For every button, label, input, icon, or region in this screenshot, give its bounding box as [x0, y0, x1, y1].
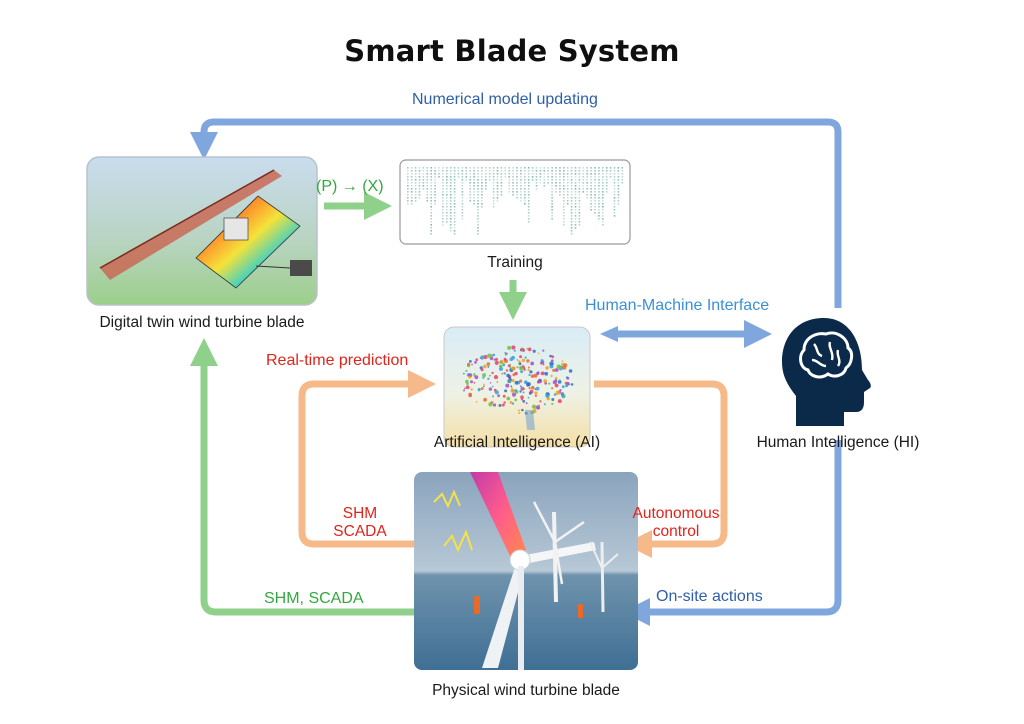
arrow-autonomous-control [594, 380, 728, 558]
label-shm: SHM [342, 505, 378, 522]
label-autonomous-control: Autonomous control [626, 505, 726, 541]
human-head-brain-icon [782, 318, 871, 426]
physical-turbine-image [414, 472, 638, 670]
label-hmi: Human-Machine Interface [585, 297, 770, 314]
label-training: Training [487, 254, 543, 271]
label-autonomous: Autonomous [632, 505, 720, 522]
label-hi: Human Intelligence (HI) [756, 434, 920, 451]
hmi-left-arrowhead [600, 326, 618, 342]
label-p-to-x: (P) → (X) [316, 178, 384, 195]
training-image [399, 159, 631, 245]
label-shm-scada-local: SHM SCADA [320, 505, 400, 541]
arrow-shm-scada [190, 338, 414, 616]
label-control: control [652, 523, 700, 540]
digital-twin-image [86, 156, 318, 306]
neural-brain-icon [463, 345, 574, 430]
ai-brain-image [443, 326, 591, 448]
page-title: Smart Blade System [344, 34, 680, 68]
arrow-onsite-actions [622, 440, 842, 626]
label-digital-twin: Digital twin wind turbine blade [99, 314, 305, 331]
label-physical: Physical wind turbine blade [432, 682, 620, 699]
label-shm-scada: SHM, SCADA [264, 590, 364, 607]
label-ai: Artificial Intelligence (AI) [433, 434, 601, 451]
label-realtime-prediction: Real-time prediction [266, 352, 409, 369]
label-onsite-actions: On-site actions [656, 588, 763, 605]
label-scada: SCADA [333, 523, 387, 540]
arrow-numerical-model-updating [190, 118, 842, 308]
label-numerical-model-updating: Numerical model updating [412, 91, 598, 108]
arrow-realtime-prediction [298, 370, 436, 548]
